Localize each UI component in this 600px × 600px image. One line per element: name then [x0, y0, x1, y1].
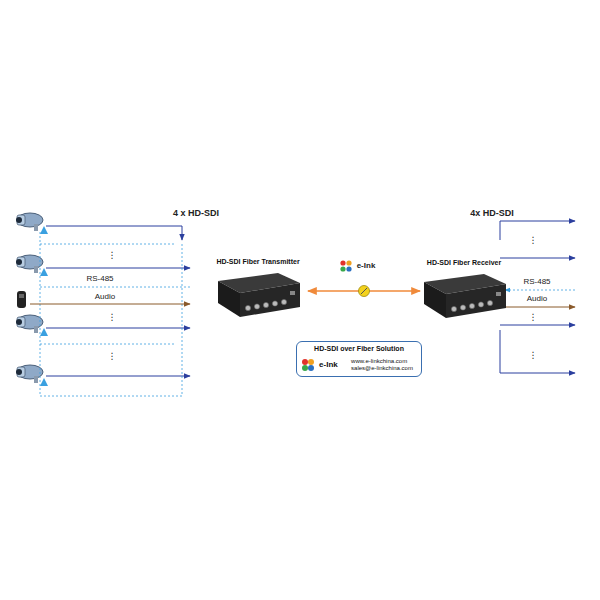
camera-icon: [16, 255, 48, 276]
rs485-line: [505, 290, 575, 291]
device-label: HD-SDI Fiber Receiver: [418, 259, 510, 266]
fiber-symbol: [359, 286, 370, 297]
ellipsis-mark: ⋮: [529, 236, 538, 245]
camera-icon: [16, 315, 48, 336]
transmitter-box: HD-SDI Fiber Transmitter: [212, 258, 304, 323]
receiver-box: HD-SDI Fiber Receiver: [418, 259, 510, 324]
audio-line: [30, 304, 190, 305]
website-text: www.e-linkchina.com: [351, 358, 413, 365]
camera-icon: [16, 213, 48, 234]
camera-icon: [16, 365, 48, 386]
device-illustration: [212, 267, 304, 323]
signal-label: 4 x HD-SDI: [173, 209, 219, 218]
ellipsis-mark: ⋮: [529, 313, 538, 322]
device-illustration: [418, 268, 510, 324]
signal-label: 4x HD-SDI: [470, 209, 514, 218]
logo-icon: [340, 260, 351, 271]
ellipsis-mark: ⋮: [108, 352, 117, 361]
info-heading: HD-SDI over Fiber Solution: [305, 345, 413, 353]
signal-label: RS-485: [86, 275, 113, 283]
microphone-icon: [17, 291, 26, 308]
info-box: HD-SDI over Fiber Solution e-Ink www.e-lin…: [296, 341, 422, 377]
email-text: sales@e-linkchina.com: [351, 365, 413, 372]
hd-sdi-line: [46, 226, 190, 376]
signal-label: RS-485: [523, 278, 550, 286]
ellipsis-mark: ⋮: [108, 251, 117, 260]
rs485-line: [40, 232, 190, 396]
signal-label: Audio: [527, 295, 547, 303]
brand-label: e-Ink: [357, 262, 376, 270]
audio-line: [500, 307, 575, 308]
brand-name: e-Ink: [319, 360, 338, 370]
ellipsis-mark: ⋮: [108, 313, 117, 322]
logo-icon: [301, 358, 315, 372]
device-label: HD-SDI Fiber Transmitter: [212, 258, 304, 265]
hd-sdi-line: [500, 221, 575, 373]
signal-label: Audio: [95, 293, 115, 301]
ellipsis-mark: ⋮: [529, 351, 538, 360]
